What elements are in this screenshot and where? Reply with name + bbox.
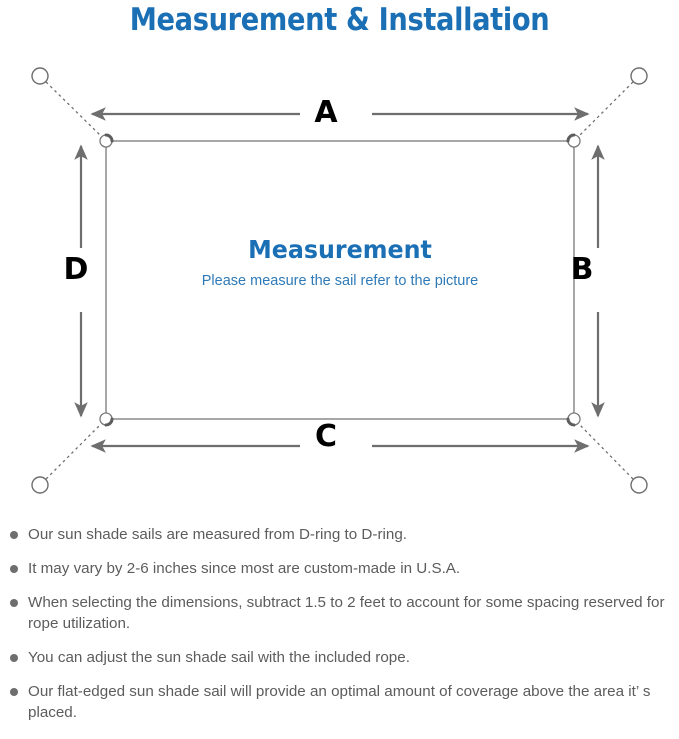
sail-shape — [105, 140, 575, 420]
sail-center-caption: Measurement Please measure the sail refe… — [105, 235, 575, 292]
anchor-point-bottom-left — [31, 476, 49, 494]
page-title: Measurement & Installation — [129, 2, 550, 38]
rope-line-bottom-left — [45, 423, 102, 480]
list-item: It may vary by 2-6 inches since most are… — [0, 558, 679, 579]
dimension-label-d: D — [63, 252, 89, 287]
list-item: Our sun shade sails are measured from D-… — [0, 524, 679, 545]
rope-lines — [45, 81, 634, 480]
d-rings — [99, 133, 581, 427]
bullet-icon — [10, 688, 18, 696]
note-text: It may vary by 2-6 inches since most are… — [28, 560, 461, 577]
bullet-icon — [10, 654, 18, 662]
notes-list: Our sun shade sails are measured from D-… — [0, 524, 679, 736]
d-ring-bottom-left — [99, 412, 114, 427]
dimension-label-c: C — [314, 419, 338, 454]
diagram-svg — [31, 67, 648, 494]
dimension-label-b: B — [570, 252, 594, 287]
list-item: When selecting the dimensions, subtract … — [0, 592, 679, 634]
anchor-point-bottom-right — [630, 476, 648, 494]
dimension-label-a: A — [314, 95, 338, 130]
note-text: Our flat-edged sun shade sail will provi… — [28, 683, 651, 721]
note-text: You can adjust the sun shade sail with t… — [28, 649, 410, 666]
d-ring-top-right — [566, 133, 581, 148]
d-ring-bottom-right — [566, 412, 581, 427]
bullet-icon — [10, 599, 18, 607]
d-ring-top-left — [99, 133, 114, 148]
anchor-point-top-right — [630, 67, 648, 85]
list-item: Our flat-edged sun shade sail will provi… — [0, 681, 679, 723]
anchor-point-top-left — [31, 67, 49, 85]
anchor-points — [31, 67, 648, 494]
bullet-icon — [10, 565, 18, 573]
list-item: You can adjust the sun shade sail with t… — [0, 647, 679, 668]
note-text: When selecting the dimensions, subtract … — [28, 594, 665, 632]
note-text: Our sun shade sails are measured from D-… — [28, 526, 407, 543]
rope-line-top-left — [45, 81, 102, 137]
rope-line-top-right — [578, 81, 634, 137]
measurement-diagram: A B C D Measurement Please measure the s… — [0, 50, 679, 520]
sail-center-subheading: Please measure the sail refer to the pic… — [201, 273, 479, 289]
sail-center-heading: Measurement — [248, 235, 432, 264]
rope-line-bottom-right — [578, 423, 634, 480]
bullet-icon — [10, 531, 18, 539]
